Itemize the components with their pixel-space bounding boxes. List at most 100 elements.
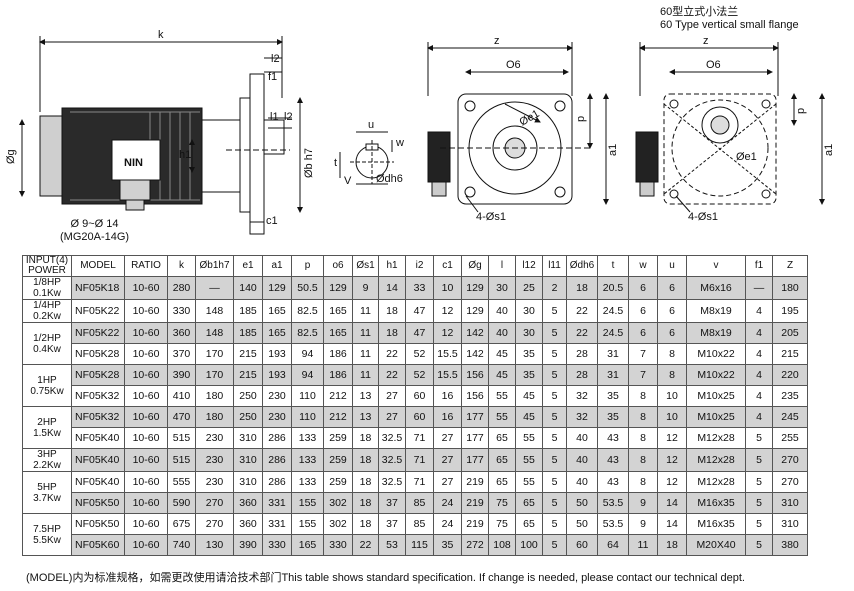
table-cell: 47 <box>405 322 434 344</box>
table-cell: 675 <box>167 513 196 535</box>
table-cell: 360 <box>233 513 263 535</box>
dim-l2-top: l2 <box>271 53 280 65</box>
right-dim-a1: a1 <box>823 144 835 156</box>
table-cell: 5 <box>542 322 567 344</box>
header-title-cn: 60型立式小法兰 <box>660 6 739 18</box>
table-cell: 8 <box>628 406 658 428</box>
table-cell: 4 <box>745 299 773 323</box>
table-cell: 5 <box>542 492 567 514</box>
table-cell: 40 <box>488 322 516 344</box>
column-header: INPUT(4) POWER <box>22 255 72 277</box>
table-cell: 156 <box>461 385 489 407</box>
table-cell: — <box>745 276 773 300</box>
front-dim-o6: O6 <box>506 59 521 71</box>
table-cell: 590 <box>167 492 196 514</box>
table-cell: 82.5 <box>291 322 324 344</box>
table-cell: 212 <box>323 385 353 407</box>
table-cell: 27 <box>378 406 406 428</box>
table-cell: 108 <box>488 534 516 556</box>
table-cell: 31 <box>597 343 629 365</box>
table-cell: 65 <box>515 492 543 514</box>
table-cell: 310 <box>772 513 808 535</box>
table-cell: NF05K28 <box>71 343 125 365</box>
table-cell: 40 <box>566 427 598 449</box>
table-cell: 18 <box>657 534 687 556</box>
table-cell: 27 <box>378 385 406 407</box>
column-header: p <box>291 255 324 277</box>
table-cell: 24.5 <box>597 322 629 344</box>
power-cell: 1/8HP 0.1Kw <box>22 276 72 300</box>
table-cell: 5 <box>745 471 773 493</box>
column-header: Ødh6 <box>566 255 598 277</box>
front-dim-p: p <box>575 116 587 122</box>
table-cell: 148 <box>195 322 234 344</box>
shaft-section-drawing <box>339 131 394 185</box>
front-dim-e1: Øe1 <box>518 108 542 129</box>
table-cell: 410 <box>167 385 196 407</box>
table-cell: 133 <box>291 448 324 472</box>
table-cell: 14 <box>657 513 687 535</box>
table-cell: 6 <box>628 276 658 300</box>
table-cell: M12x28 <box>686 471 746 493</box>
table-cell: 32.5 <box>378 448 406 472</box>
table-cell: 60 <box>405 406 434 428</box>
table-cell: 71 <box>405 471 434 493</box>
table-cell: 133 <box>291 427 324 449</box>
table-cell: 24 <box>433 513 462 535</box>
table-cell: 8 <box>657 343 687 365</box>
dim-t: t <box>334 157 337 169</box>
table-cell: 170 <box>195 343 234 365</box>
table-cell: 177 <box>461 427 489 449</box>
table-cell: 18 <box>352 427 379 449</box>
table-cell: 180 <box>195 406 234 428</box>
table-cell: 331 <box>262 513 292 535</box>
table-cell: 10-60 <box>124 448 168 472</box>
table-cell: 302 <box>323 492 353 514</box>
table-cell: 22 <box>378 364 406 386</box>
table-cell: NF05K40 <box>71 471 125 493</box>
table-cell: 5 <box>745 427 773 449</box>
table-cell: 5 <box>542 385 567 407</box>
column-header: l <box>488 255 516 277</box>
column-header: e1 <box>233 255 263 277</box>
table-cell: 18 <box>566 276 598 300</box>
power-cell: 1/2HP 0.4Kw <box>22 322 72 365</box>
table-cell: 155 <box>291 492 324 514</box>
table-cell: M12x28 <box>686 427 746 449</box>
table-cell: NF05K50 <box>71 513 125 535</box>
table-cell: 250 <box>233 385 263 407</box>
caption-model: (MG20A-14G) <box>60 231 130 243</box>
table-cell: 142 <box>461 343 489 365</box>
table-cell: 195 <box>772 299 808 323</box>
table-cell: 16 <box>433 385 462 407</box>
table-cell: 5 <box>542 364 567 386</box>
table-cell: 43 <box>597 448 629 472</box>
table-cell: 25 <box>515 276 543 300</box>
technical-drawings: k l2 f1 l1 l2 Øg h1 Øb h7 c1 NIN u w t V… <box>5 29 835 235</box>
table-cell: 15.5 <box>433 364 462 386</box>
table-cell: 470 <box>167 406 196 428</box>
table-cell: 55 <box>515 471 543 493</box>
table-cell: 331 <box>262 492 292 514</box>
table-cell: 55 <box>515 448 543 472</box>
table-cell: 245 <box>772 406 808 428</box>
table-cell: 75 <box>488 513 516 535</box>
table-cell: 100 <box>515 534 543 556</box>
column-header: c1 <box>433 255 462 277</box>
table-cell: 10-60 <box>124 343 168 365</box>
table-cell: 27 <box>433 427 462 449</box>
table-cell: 75 <box>488 492 516 514</box>
table-cell: 230 <box>195 448 234 472</box>
table-cell: 13 <box>352 385 379 407</box>
dim-dh: Ødh6 <box>376 173 403 185</box>
table-cell: 5 <box>542 448 567 472</box>
table-cell: 15.5 <box>433 343 462 365</box>
table-cell: 110 <box>291 385 324 407</box>
